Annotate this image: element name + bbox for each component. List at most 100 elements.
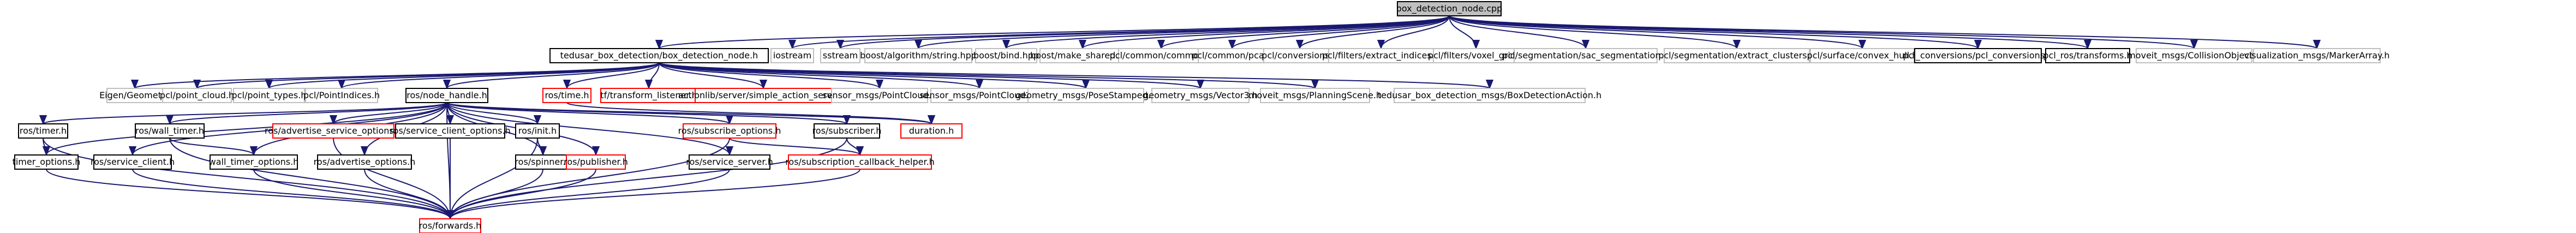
node-root[interactable]: box_detection_node.cpp — [1396, 1, 1503, 16]
node-wall_timer_opts[interactable]: wall_timer_options.h — [209, 154, 299, 170]
node-pcl_common[interactable]: pcl/common/common.h — [1110, 48, 1213, 63]
node-sensor_pc[interactable]: sensor_msgs/PointCloud.h — [822, 88, 937, 103]
node-box-forwards[interactable] — [419, 218, 481, 233]
node-box-duration[interactable] — [900, 123, 963, 139]
node-box-point_types[interactable] — [233, 88, 305, 103]
node-box_action[interactable]: tedusar_box_detection_msgs/BoxDetectionA… — [1378, 88, 1601, 103]
node-node_handle[interactable]: ros/node_handle.h — [405, 88, 488, 103]
node-vector3[interactable]: geometry_msgs/Vector3.h — [1143, 88, 1258, 103]
node-ros_init[interactable]: ros/init.h — [515, 123, 560, 139]
node-box-service_client[interactable] — [93, 154, 172, 170]
node-point_indices[interactable]: pcl/PointIndices.h — [303, 88, 380, 103]
node-box-marker_array[interactable] — [2253, 48, 2381, 63]
node-label-wall_timer_opts: wall_timer_options.h — [209, 157, 299, 168]
node-adv_srv_opts[interactable]: ros/advertise_service_options.h — [265, 123, 402, 139]
node-eigen[interactable]: Eigen/Geometry — [99, 88, 170, 103]
node-duration[interactable]: duration.h — [900, 123, 963, 139]
node-box-wall_timer_opts[interactable] — [210, 154, 298, 170]
node-box-pose_stamped[interactable] — [1027, 88, 1144, 103]
node-make_shared[interactable]: boost/make_shared.hpp — [1030, 48, 1135, 63]
node-spinner[interactable]: ros/spinner.h — [515, 154, 571, 170]
node-pose_stamped[interactable]: geometry_msgs/PoseStamped.h — [1015, 88, 1156, 103]
node-tb[interactable]: tedusar_box_detection/box_detection_node… — [549, 48, 769, 63]
node-pcl_conv[interactable]: pcl/conversions.h — [1262, 48, 1338, 63]
node-box-sac_seg[interactable] — [1514, 48, 1658, 63]
node-collision[interactable]: moveit_msgs/CollisionObject.h — [2127, 48, 2261, 63]
node-action_server[interactable]: actionlib/server/simple_action_server.h — [678, 88, 848, 103]
node-box-algo_string[interactable] — [864, 48, 972, 63]
node-box-pcl_ros[interactable] — [2045, 48, 2130, 63]
node-point_cloud[interactable]: pcl/point_cloud.h — [160, 88, 234, 103]
node-timer_opts[interactable]: timer_options.h — [13, 154, 81, 170]
node-box-pcl_conversions[interactable] — [1914, 48, 2042, 63]
node-box-ros_timer[interactable] — [18, 123, 68, 139]
node-box-vector3[interactable] — [1151, 88, 1250, 103]
node-pcl_conversions[interactable]: pcl_conversions/pcl_conversions.h — [1903, 48, 2053, 63]
node-box-bind[interactable] — [975, 48, 1037, 63]
node-convex_hull[interactable]: pcl/surface/convex_hull.h — [1807, 48, 1918, 63]
node-planning_scene[interactable]: moveit_msgs/PlanningScene.h — [1248, 88, 1382, 103]
node-pcl_ros[interactable]: pcl_ros/transforms.h — [2043, 48, 2132, 63]
node-box-extract_idx[interactable] — [1328, 48, 1434, 63]
node-label-sensor_pc: sensor_msgs/PointCloud.h — [822, 90, 936, 101]
node-box-wall_timer[interactable] — [135, 123, 205, 139]
node-box-root[interactable] — [1397, 1, 1502, 16]
node-box-sstream[interactable] — [820, 48, 860, 63]
node-publisher[interactable]: ros/publisher.h — [564, 154, 628, 170]
node-extract_clusters[interactable]: pcl/segmentation/extract_clusters.h — [1658, 48, 1815, 63]
node-sub_opts[interactable]: ros/subscribe_options.h — [678, 123, 781, 139]
node-box-extract_clusters[interactable] — [1664, 48, 1810, 63]
node-box-sub_opts[interactable] — [683, 123, 776, 139]
node-forwards[interactable]: ros/forwards.h — [419, 218, 482, 233]
node-box-subscriber[interactable] — [814, 123, 880, 139]
node-box-eigen[interactable] — [106, 88, 163, 103]
node-box-sub_cb_helper[interactable] — [788, 154, 932, 170]
node-box-ros_init[interactable] — [515, 123, 560, 139]
node-point_types[interactable]: pcl/point_types.h — [232, 88, 307, 103]
node-pcl_pca[interactable]: pcl/common/pca.h — [1192, 48, 1272, 63]
node-wall_timer[interactable]: ros/wall_timer.h — [135, 123, 205, 139]
node-sstream[interactable]: sstream — [820, 48, 860, 63]
node-sac_seg[interactable]: pcl/segmentation/sac_segmentation.h — [1502, 48, 1669, 63]
node-sub_cb_helper[interactable]: ros/subscription_callback_helper.h — [785, 154, 935, 170]
node-box-convex_hull[interactable] — [1810, 48, 1915, 63]
edge-tb-to-point_types — [265, 62, 660, 89]
node-box-planning_scene[interactable] — [1260, 88, 1370, 103]
node-box-adv_opts[interactable] — [317, 154, 412, 170]
node-box-pcl_common[interactable] — [1118, 48, 1204, 63]
node-box-iostream[interactable] — [770, 48, 814, 63]
node-box-tf_listener[interactable] — [600, 88, 697, 103]
node-sensor_pc2[interactable]: sensor_msgs/PointCloud2.h — [919, 88, 1039, 103]
node-box-tb[interactable] — [549, 48, 769, 63]
node-box-service_server[interactable] — [689, 154, 770, 170]
node-service_client[interactable]: ros/service_client.h — [91, 154, 175, 170]
node-box-sensor_pc[interactable] — [831, 88, 928, 103]
node-box-collision[interactable] — [2136, 48, 2252, 63]
node-iostream[interactable]: iostream — [770, 48, 814, 63]
node-box-make_shared[interactable] — [1039, 48, 1126, 63]
node-bind[interactable]: boost/bind.hpp — [973, 48, 1039, 63]
node-box-point_indices[interactable] — [305, 88, 378, 103]
node-box-publisher[interactable] — [566, 154, 626, 170]
node-srv_client_opts[interactable]: ros/service_client_options.h — [390, 123, 511, 139]
node-box-ros_time[interactable] — [542, 88, 591, 103]
node-box-pcl_pca[interactable] — [1198, 48, 1266, 63]
node-ros_timer[interactable]: ros/timer.h — [18, 123, 68, 139]
node-box-point_cloud[interactable] — [162, 88, 232, 103]
node-ros_time[interactable]: ros/time.h — [542, 88, 591, 103]
node-service_server[interactable]: ros/service_server.h — [686, 154, 773, 170]
node-adv_opts[interactable]: ros/advertise_options.h — [314, 154, 416, 170]
node-box-srv_client_opts[interactable] — [395, 123, 505, 139]
edge-root-to-make_shared — [1079, 15, 1450, 50]
node-box-pcl_conv[interactable] — [1263, 48, 1336, 63]
node-algo_string[interactable]: boost/algorithm/string.hpp — [860, 48, 977, 63]
node-box-box_action[interactable] — [1394, 88, 1586, 103]
node-extract_idx[interactable]: pcl/filters/extract_indices.h — [1322, 48, 1440, 63]
node-box-node_handle[interactable] — [405, 88, 488, 103]
node-subscriber[interactable]: ros/subscriber.h — [812, 123, 882, 139]
node-marker_array[interactable]: visualization_msgs/MarkerArray.h — [2244, 48, 2390, 63]
node-box-adv_srv_opts[interactable] — [272, 123, 395, 139]
node-box-sensor_pc2[interactable] — [930, 88, 1029, 103]
node-tf_listener[interactable]: tf/transform_listener.h — [600, 88, 697, 103]
node-box-timer_opts[interactable] — [14, 154, 79, 170]
